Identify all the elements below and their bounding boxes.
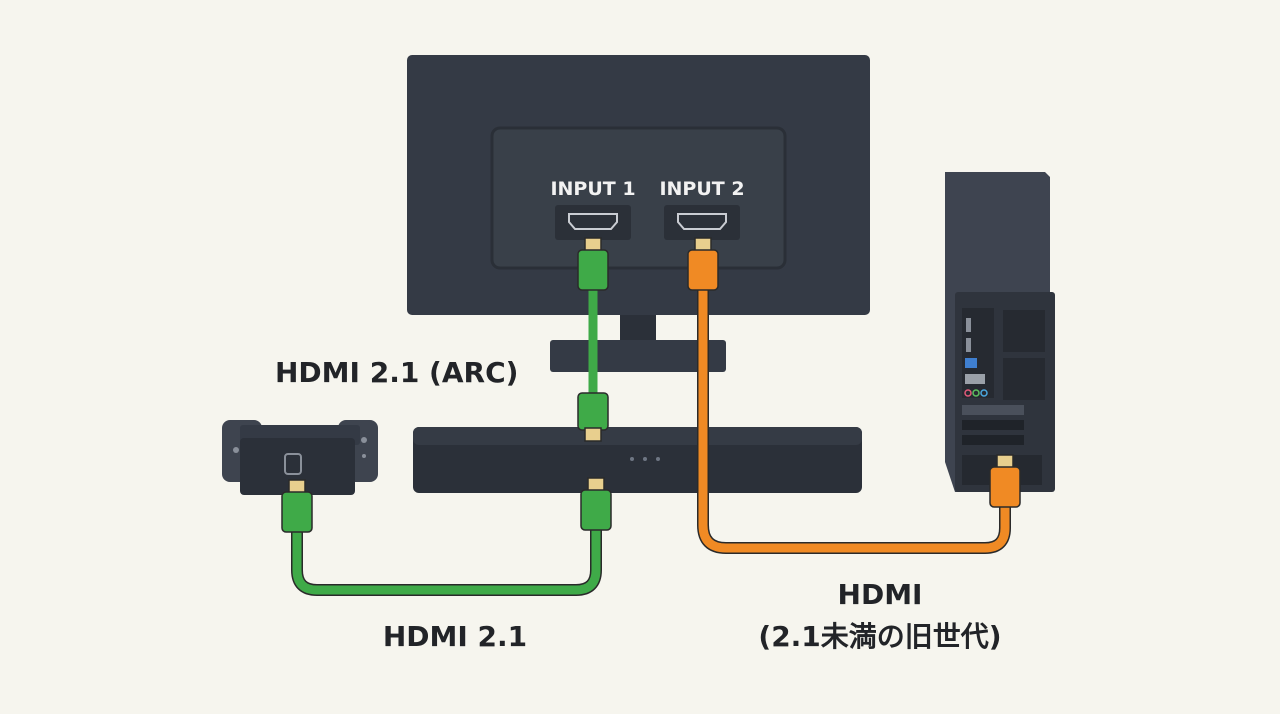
legacy-hdmi-cable bbox=[687, 237, 1021, 554]
arc-cable-label: HDMI 2.1 (ARC) bbox=[275, 356, 518, 389]
hdmi-port-input1[interactable] bbox=[555, 205, 631, 240]
input1-label: INPUT 1 bbox=[550, 178, 635, 200]
pc-tower bbox=[945, 172, 1055, 492]
hdmi21-arc-cable bbox=[577, 237, 609, 442]
input2-label: INPUT 2 bbox=[659, 178, 744, 200]
monitor: INPUT 1 INPUT 2 bbox=[407, 55, 870, 372]
hdmi21-switch-cable bbox=[281, 477, 612, 596]
switch-cable-label: HDMI 2.1 bbox=[383, 620, 527, 653]
pc-cable-label-line2: (2.1未満の旧世代) bbox=[758, 620, 1001, 653]
game-console-dock bbox=[222, 420, 378, 495]
pc-cable-label-line1: HDMI bbox=[838, 578, 923, 611]
hdmi-port-input2[interactable] bbox=[664, 205, 740, 240]
soundbar bbox=[413, 427, 862, 493]
